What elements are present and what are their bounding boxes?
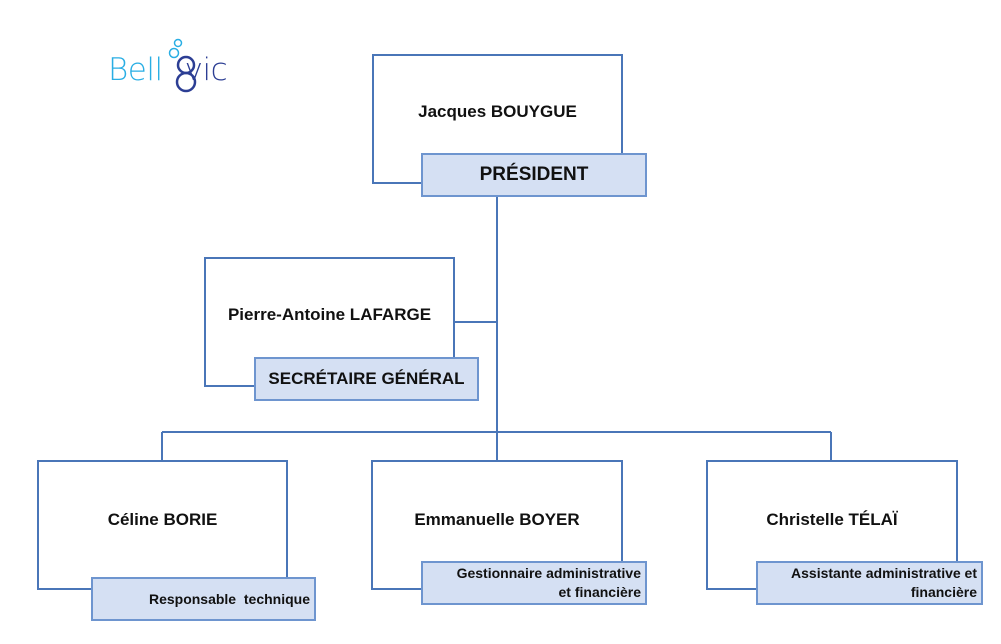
logo-text-vic: vic	[184, 52, 228, 88]
president-title-badge: PRÉSIDENT	[421, 153, 647, 197]
staff-card-1: Céline BORIE	[37, 460, 288, 590]
president-name: Jacques BOUYGUE	[418, 102, 577, 121]
secretary-title: SECRÉTAIRE GÉNÉRAL	[268, 369, 465, 388]
staff-title-badge-2: Gestionnaire administrative et financièr…	[421, 561, 647, 605]
staff-title-2-line2: et financière	[558, 584, 641, 600]
staff-title-1: Responsable technique	[148, 591, 310, 607]
staff-title-2-line1: Gestionnaire administrative	[456, 565, 641, 581]
staff-title-badge-1: Responsable technique	[91, 577, 316, 621]
logo-bubbles-icon	[168, 38, 197, 93]
staff-name-1: Céline BORIE	[107, 510, 218, 529]
secretary-title-badge: SECRÉTAIRE GÉNÉRAL	[254, 357, 479, 401]
staff-name-3: Christelle TÉLAÏ	[766, 510, 898, 529]
staff-name-2: Emmanuelle BOYER	[414, 510, 580, 529]
staff-title-badge-3: Assistante administrative et financière	[756, 561, 983, 605]
president-title: PRÉSIDENT	[479, 164, 589, 185]
secretary-name: Pierre-Antoine LAFARGE	[227, 305, 432, 324]
staff-title-3-line1: Assistante administrative et	[791, 565, 977, 581]
staff-title-3-line2: financière	[910, 584, 977, 600]
logo-text-bell: Bell	[108, 52, 163, 88]
